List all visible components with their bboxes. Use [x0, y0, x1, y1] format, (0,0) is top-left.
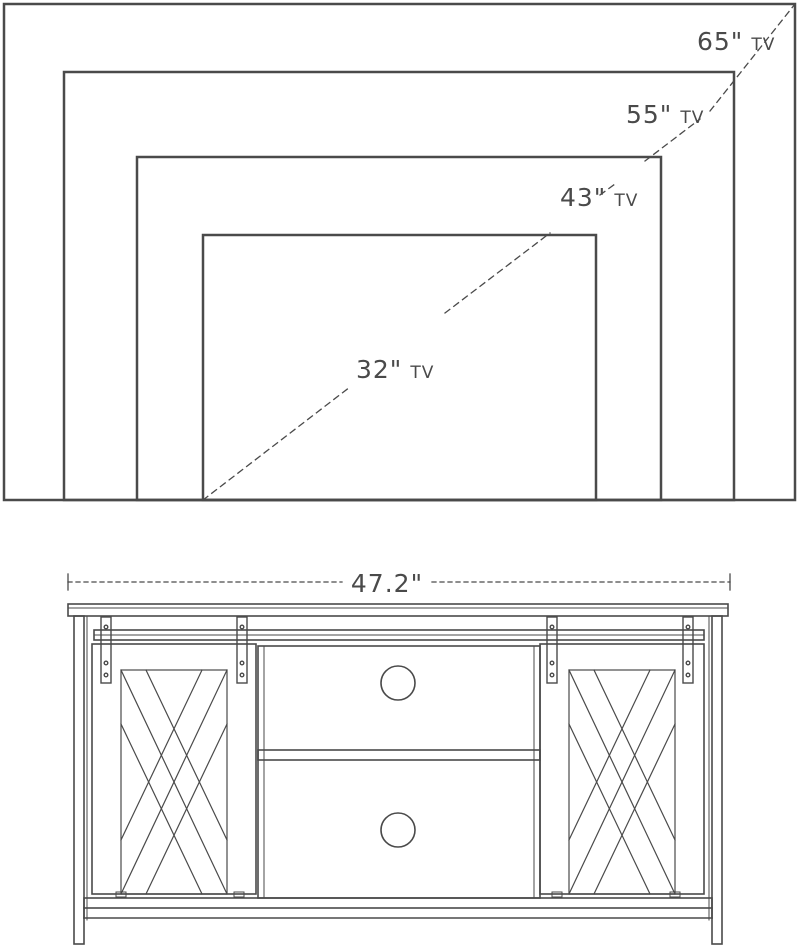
- stand-top: [67, 603, 729, 617]
- tv-outline-32: [201, 233, 598, 502]
- tv-outline-65: [2, 2, 797, 502]
- diagonal-dashed-line: [202, 3, 796, 501]
- tv-label-32: 32"TV: [356, 355, 434, 384]
- tv-outlines: [2, 2, 797, 502]
- tv-stand: [67, 603, 729, 945]
- tv-label-65: 65"TV: [697, 27, 775, 56]
- width-dimension: [67, 573, 731, 591]
- door-hangers: [100, 616, 694, 684]
- hanger-4: [682, 616, 694, 684]
- right-barn-door: [539, 643, 705, 898]
- hanger-2: [236, 616, 248, 684]
- hanger-3: [546, 616, 558, 684]
- middle-shelf: [257, 749, 541, 761]
- left-leg: [73, 615, 85, 945]
- bottom-shelf: [83, 897, 713, 909]
- left-barn-door: [91, 643, 257, 898]
- width-label: 47.2": [351, 569, 423, 598]
- tv-label-55: 55"TV: [626, 100, 704, 129]
- cable-hole-lower: [380, 812, 416, 848]
- tv-outline-55: [62, 70, 736, 502]
- hanger-1: [100, 616, 112, 684]
- cable-hole-upper: [380, 665, 416, 701]
- center-cabinet: [257, 645, 541, 899]
- tv-label-43: 43"TV: [560, 183, 638, 212]
- right-leg: [711, 615, 723, 945]
